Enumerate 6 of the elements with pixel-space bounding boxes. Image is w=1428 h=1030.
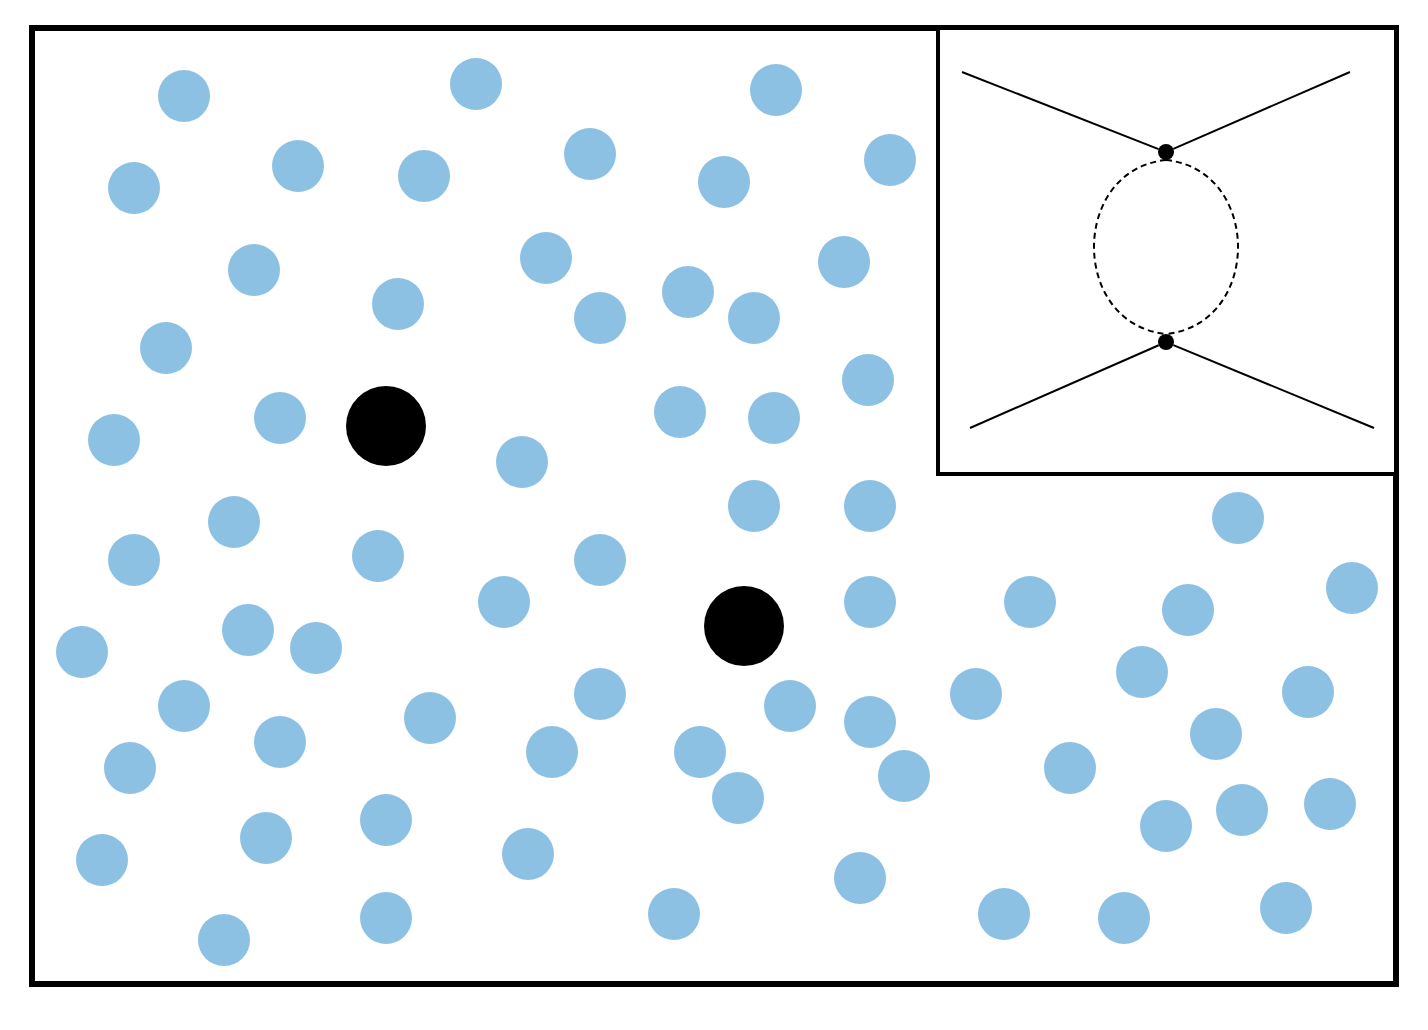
line bbox=[969, 344, 1160, 429]
line bbox=[1172, 344, 1375, 429]
line bbox=[1172, 71, 1351, 150]
line bbox=[961, 71, 1160, 151]
dashed-line bbox=[1093, 159, 1167, 335]
dashed-line bbox=[1165, 159, 1239, 335]
